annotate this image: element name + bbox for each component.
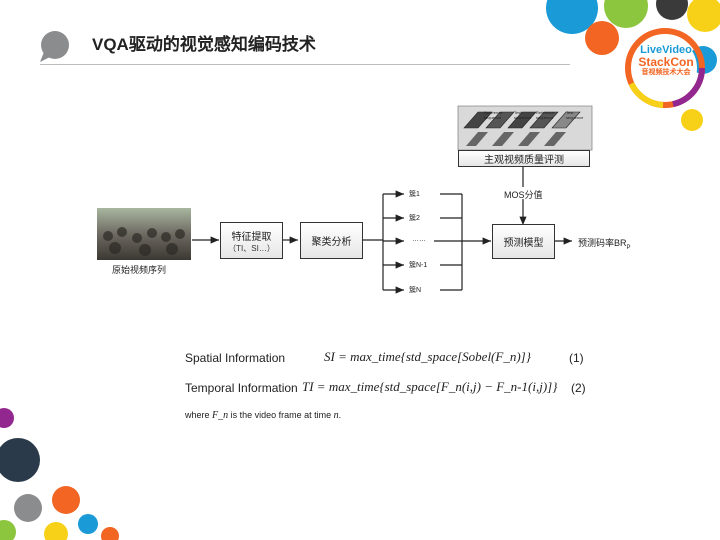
subjective-box-label: 主观视频质量评测: [484, 151, 564, 166]
feature-box-label: 特征提取: [232, 228, 272, 243]
sequence-label: Test sequence: [514, 110, 530, 120]
cluster-label: ……: [412, 236, 426, 243]
formula-label: Temporal Information: [185, 381, 298, 395]
formula-equation: TI = max_time{std_space[F_n(i,j) − F_n-1…: [302, 379, 557, 395]
cluster-label: 簇1: [409, 189, 420, 199]
prediction-box-label: 预测模型: [504, 234, 544, 249]
note-text: is the video frame at time: [228, 410, 334, 420]
subjective-evaluation-box: 主观视频质量评测: [458, 150, 590, 167]
clustering-box-label: 聚类分析: [312, 233, 352, 248]
prediction-model-box: 预测模型: [492, 224, 555, 259]
note-suffix: .: [339, 410, 342, 420]
cluster-label: 簇N: [409, 285, 421, 295]
output-label-subscript: P: [627, 245, 631, 251]
output-label: 预测码率BRP: [578, 236, 631, 251]
variable-note: where F_n is the video frame at time n.: [185, 410, 341, 421]
clustering-box: 聚类分析: [300, 222, 363, 259]
note-prefix: where: [185, 410, 212, 420]
cluster-label: 簇N-1: [409, 260, 427, 270]
feature-box-sub: （TI、SI…）: [228, 243, 275, 254]
feature-extraction-box: 特征提取 （TI、SI…）: [220, 222, 283, 259]
note-var: F_n: [212, 410, 228, 421]
formula-equation: SI = max_time{std_space[Sobel(F_n)]}: [324, 349, 531, 365]
mos-label: MOS分值: [504, 188, 543, 201]
sequence-label: Reference sequence: [536, 110, 554, 120]
output-label-text: 预测码率BR: [578, 238, 627, 248]
formula-number: (1): [569, 351, 584, 365]
sequence-label: Reference sequence: [484, 110, 502, 120]
formula-number: (2): [571, 381, 586, 395]
sequence-label: Test sequence: [566, 110, 582, 120]
formula-label: Spatial Information: [185, 351, 285, 365]
cluster-label: 簇2: [409, 213, 420, 223]
input-caption: 原始视频序列: [112, 263, 166, 276]
